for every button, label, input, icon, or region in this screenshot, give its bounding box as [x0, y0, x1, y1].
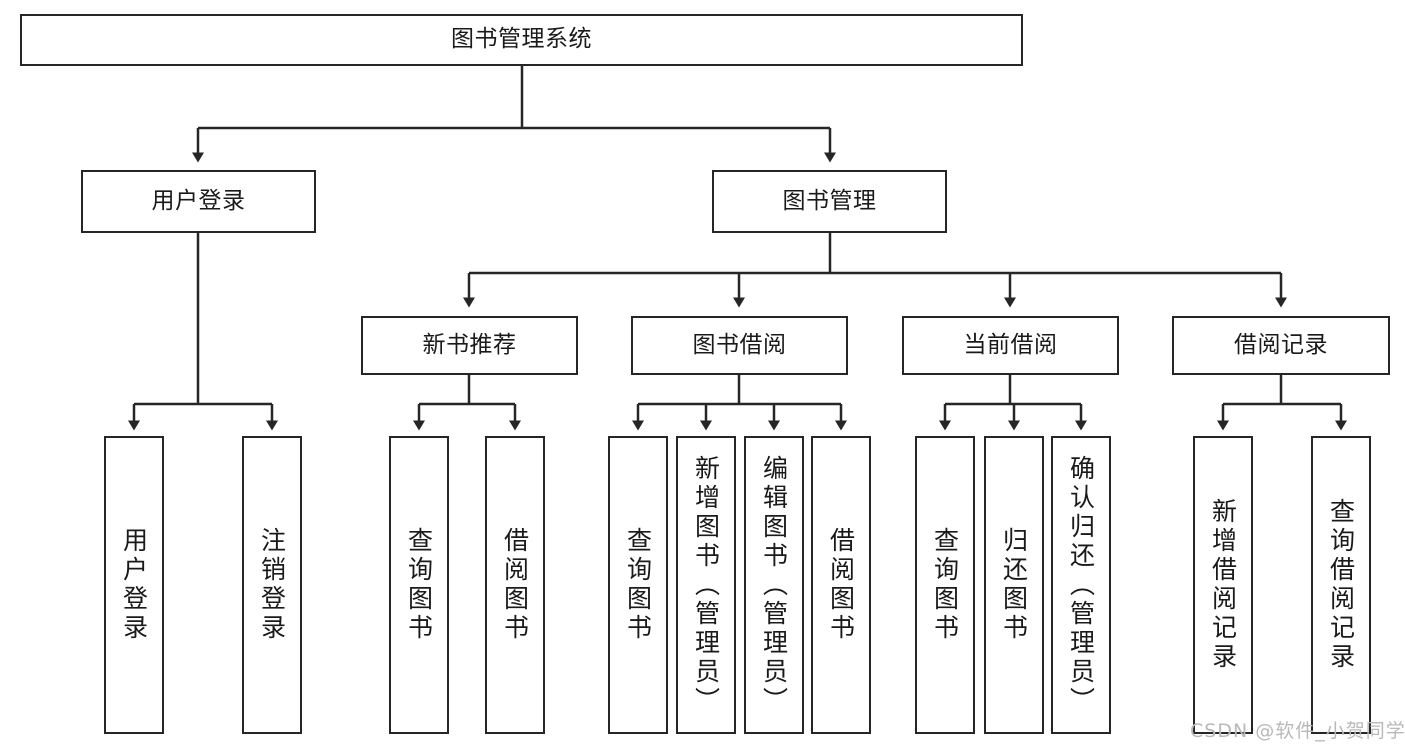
node-leaf-query-book-3-label: 查询图书	[930, 527, 960, 643]
node-leaf-user-logout[interactable]: 注销登录	[242, 436, 302, 734]
node-leaf-confirm-return[interactable]: 确认归还（管理员）	[1051, 436, 1111, 734]
node-current-borrow[interactable]: 当前借阅	[902, 316, 1119, 375]
node-leaf-borrow-book-2-label: 借阅图书	[826, 527, 856, 643]
node-user-login-label: 用户登录	[151, 187, 246, 214]
node-new-book-recommend-label: 新书推荐	[422, 331, 517, 358]
node-leaf-query-book-1-label: 查询图书	[404, 527, 434, 643]
node-leaf-query-book-1[interactable]: 查询图书	[389, 436, 449, 734]
node-root-label: 图书管理系统	[451, 26, 592, 53]
node-book-borrow-label: 图书借阅	[692, 331, 787, 358]
node-leaf-return-book-label: 归还图书	[999, 527, 1029, 643]
node-leaf-confirm-return-label: 确认归还（管理员）	[1066, 454, 1096, 716]
node-leaf-add-book[interactable]: 新增图书（管理员）	[676, 436, 736, 734]
node-leaf-add-book-label: 新增图书（管理员）	[691, 454, 721, 716]
node-current-borrow-label: 当前借阅	[963, 331, 1058, 358]
node-leaf-query-record[interactable]: 查询借阅记录	[1311, 436, 1371, 734]
node-user-login[interactable]: 用户登录	[81, 170, 316, 233]
node-leaf-user-login-label: 用户登录	[119, 527, 149, 643]
node-leaf-add-record[interactable]: 新增借阅记录	[1193, 436, 1253, 734]
node-new-book-recommend[interactable]: 新书推荐	[361, 316, 578, 375]
node-leaf-query-book-2[interactable]: 查询图书	[608, 436, 668, 734]
node-borrow-record[interactable]: 借阅记录	[1172, 316, 1390, 375]
node-leaf-add-record-label: 新增借阅记录	[1208, 498, 1238, 672]
node-root[interactable]: 图书管理系统	[20, 14, 1023, 66]
node-leaf-query-book-3[interactable]: 查询图书	[915, 436, 975, 734]
node-borrow-record-label: 借阅记录	[1234, 331, 1328, 358]
node-leaf-edit-book-label: 编辑图书（管理员）	[759, 454, 789, 716]
node-leaf-borrow-book-1-label: 借阅图书	[500, 527, 530, 643]
node-leaf-query-record-label: 查询借阅记录	[1326, 498, 1356, 672]
node-book-manage[interactable]: 图书管理	[712, 170, 947, 233]
node-leaf-borrow-book-1[interactable]: 借阅图书	[485, 436, 545, 734]
node-leaf-borrow-book-2[interactable]: 借阅图书	[811, 436, 871, 734]
node-leaf-edit-book[interactable]: 编辑图书（管理员）	[744, 436, 804, 734]
csdn-watermark: CSDN @软件_小贺同学	[1190, 720, 1405, 742]
node-leaf-query-book-2-label: 查询图书	[623, 527, 653, 643]
node-leaf-return-book[interactable]: 归还图书	[984, 436, 1044, 734]
node-leaf-user-login[interactable]: 用户登录	[104, 436, 164, 734]
node-leaf-user-logout-label: 注销登录	[257, 527, 287, 643]
node-book-manage-label: 图书管理	[782, 187, 877, 214]
node-book-borrow[interactable]: 图书借阅	[631, 316, 848, 375]
